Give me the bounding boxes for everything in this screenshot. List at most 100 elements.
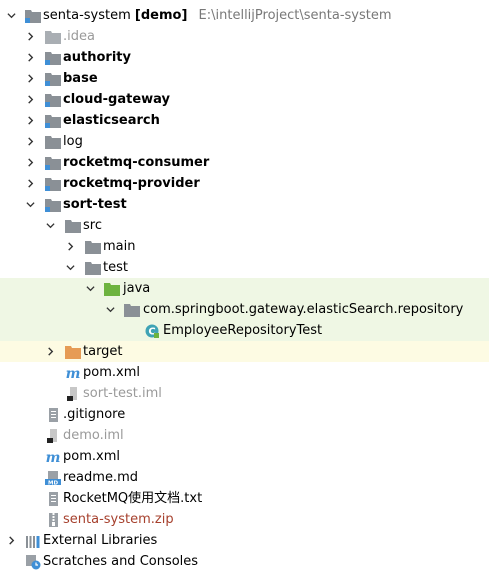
tree-item-rocketmq-consumer[interactable]: rocketmq-consumer [0, 152, 489, 173]
tree-item-label: External Libraries [43, 533, 158, 548]
svg-text:MD: MD [48, 480, 58, 486]
tree-item-label: target [83, 344, 123, 359]
root-label: senta-system [demo] E:\intellijProject\s… [43, 5, 392, 26]
chevron-right-icon[interactable] [24, 173, 36, 194]
archive-icon [45, 512, 61, 527]
tree-item-senta-system-zip[interactable]: senta-system.zip [0, 509, 489, 530]
module-folder-icon [45, 71, 61, 86]
module-tag: [demo] [134, 8, 188, 23]
chevron-down-icon[interactable] [44, 215, 56, 236]
module-folder-icon [25, 8, 41, 23]
tree-item-idea[interactable]: .idea [0, 26, 489, 47]
tree-item-label: EmployeeRepositoryTest [163, 323, 323, 338]
tree-item-readme-md[interactable]: MD readme.md [0, 467, 489, 488]
tree-item-label: sort-test [63, 197, 127, 212]
chevron-down-icon[interactable] [5, 5, 17, 26]
tree-item-pom-xml[interactable]: m pom.xml [0, 362, 489, 383]
text-file-icon [45, 491, 61, 506]
markdown-icon: MD [45, 470, 61, 486]
tree-item-label: src [83, 218, 102, 233]
test-class-icon: C [144, 323, 160, 338]
tree-item-label: .gitignore [63, 407, 126, 422]
excluded-folder-icon [65, 344, 81, 359]
chevron-right-icon[interactable] [24, 47, 36, 68]
tree-item-base[interactable]: base [0, 68, 489, 89]
tree-item-label: log [63, 134, 83, 149]
chevron-down-icon[interactable] [64, 257, 76, 278]
tree-item-employee-repository-test[interactable]: C EmployeeRepositoryTest [0, 320, 489, 341]
module-folder-icon [45, 113, 61, 128]
iml-file-icon [45, 428, 61, 443]
tree-item-cloud-gateway[interactable]: cloud-gateway [0, 89, 489, 110]
chevron-right-icon[interactable] [24, 89, 36, 110]
tree-item-authority[interactable]: authority [0, 47, 489, 68]
test-sources-folder-icon [104, 281, 120, 296]
tree-item-gitignore[interactable]: .gitignore [0, 404, 489, 425]
folder-icon [65, 218, 81, 233]
tree-item-label: pom.xml [83, 365, 140, 380]
tree-item-label: elasticsearch [63, 113, 160, 128]
tree-item-elasticsearch[interactable]: elasticsearch [0, 110, 489, 131]
svg-text:m: m [66, 366, 81, 380]
folder-icon [85, 260, 101, 275]
chevron-down-icon[interactable] [24, 194, 36, 215]
chevron-down-icon[interactable] [84, 278, 96, 299]
tree-item-label: test [103, 260, 128, 275]
maven-icon: m [65, 365, 81, 380]
tree-item-label: rocketmq-consumer [63, 155, 210, 170]
module-folder-icon [45, 50, 61, 65]
tree-item-label: demo.iml [63, 428, 124, 443]
tree-item-log[interactable]: log [0, 131, 489, 152]
tree-item-label: senta-system.zip [63, 512, 174, 527]
chevron-right-icon[interactable] [24, 26, 36, 47]
text-file-icon [45, 407, 61, 422]
tree-item-src[interactable]: src [0, 215, 489, 236]
tree-item-external-libraries[interactable]: External Libraries [0, 530, 489, 551]
chevron-right-icon[interactable] [24, 68, 36, 89]
module-folder-icon [45, 92, 61, 107]
tree-item-label: sort-test.iml [83, 386, 162, 401]
tree-item-package[interactable]: com.springboot.gateway.elasticSearch.rep… [0, 299, 489, 320]
tree-item-label: authority [63, 50, 131, 65]
chevron-down-icon[interactable] [104, 299, 116, 320]
chevron-right-icon[interactable] [44, 341, 56, 362]
library-icon [25, 533, 41, 548]
svg-text:C: C [148, 326, 155, 337]
svg-text:m: m [46, 450, 61, 464]
tree-item-sort-test[interactable]: sort-test [0, 194, 489, 215]
tree-item-sort-test-iml[interactable]: sort-test.iml [0, 383, 489, 404]
tree-item-root-pom-xml[interactable]: m pom.xml [0, 446, 489, 467]
chevron-right-icon[interactable] [24, 152, 36, 173]
maven-icon: m [45, 449, 61, 464]
tree-item-label: RocketMQ使用文档.txt [63, 491, 203, 506]
module-folder-icon [45, 197, 61, 212]
tree-item-java[interactable]: java [0, 278, 489, 299]
tree-item-demo-iml[interactable]: demo.iml [0, 425, 489, 446]
tree-item-label: cloud-gateway [63, 92, 171, 107]
tree-item-target[interactable]: target [0, 341, 489, 362]
project-path: E:\intellijProject\senta-system [198, 8, 392, 23]
root-name: senta-system [43, 8, 131, 23]
tree-item-label: readme.md [63, 470, 138, 485]
tree-item-scratches[interactable]: Scratches and Consoles [0, 551, 489, 572]
folder-icon [45, 29, 61, 44]
folder-icon [85, 239, 101, 254]
tree-item-label: .idea [63, 29, 95, 44]
tree-item-rocketmq-provider[interactable]: rocketmq-provider [0, 173, 489, 194]
tree-item-label: rocketmq-provider [63, 176, 200, 191]
tree-item-label: java [123, 281, 151, 296]
tree-item-label: main [103, 239, 136, 254]
tree-item-label: com.springboot.gateway.elasticSearch.rep… [143, 302, 464, 317]
scratches-icon [25, 554, 41, 569]
tree-item-label: pom.xml [63, 449, 120, 464]
chevron-right-icon[interactable] [24, 110, 36, 131]
chevron-right-icon[interactable] [24, 131, 36, 152]
chevron-right-icon[interactable] [5, 530, 17, 551]
iml-file-icon [65, 386, 81, 401]
tree-item-rocketmq-doc[interactable]: RocketMQ使用文档.txt [0, 488, 489, 509]
chevron-right-icon[interactable] [64, 236, 76, 257]
tree-item-main[interactable]: main [0, 236, 489, 257]
tree-root-row[interactable]: senta-system [demo] E:\intellijProject\s… [0, 5, 489, 26]
tree-item-test[interactable]: test [0, 257, 489, 278]
folder-icon [45, 134, 61, 149]
